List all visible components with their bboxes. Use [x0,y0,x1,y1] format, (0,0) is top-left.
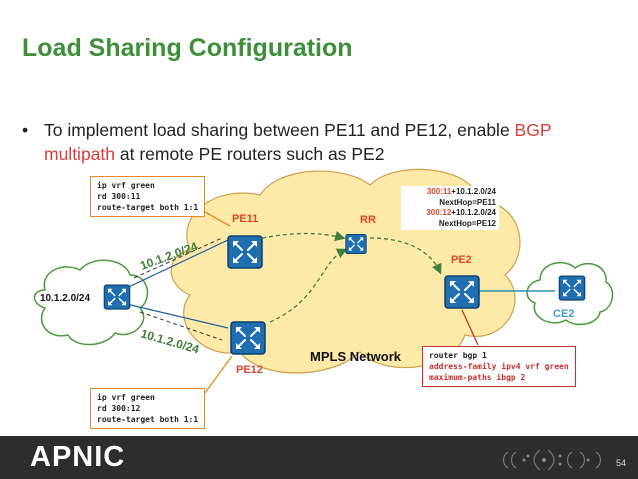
advert-lower [139,311,223,341]
route-1-prefix: +10.1.2.0/24 [451,187,496,196]
pe12-config-line-3: route-target both 1:1 [97,415,199,424]
ce1-prefix-label: 10.1.2.0/24 [40,293,91,304]
pe12-to-rr [269,248,348,323]
pe12-label: PE12 [236,364,263,376]
footer-decoration-icon [502,449,602,471]
ce2-label: CE2 [553,308,575,320]
pe2-config-line-3: maximum-paths ibgp 2 [429,373,526,382]
link-ce1-pe12 [117,301,229,329]
pe11-config-box: ip vrf green rd 300:11 route-target both 1… [90,176,206,217]
pe12-config-line-2: rd 300:12 [97,404,141,413]
pe11-config-line-3: route-target both 1:1 [97,203,199,212]
mpls-network-label: MPLS Network [310,349,402,364]
apnic-logo: APNIC [30,441,126,473]
pe12-config-box: ip vrf green rd 300:12 route-target both 1… [90,388,206,429]
route-advertisement-box: 300:11+10.1.2.0/24 NextHop=PE11 300:12+1… [401,186,499,230]
link-ce1-pe11 [117,239,229,293]
pe2-label: PE2 [451,254,472,266]
router-ce2-icon [558,275,586,301]
pe11-to-rr [261,231,346,242]
route-1-nexthop: NextHop=PE11 [439,197,496,207]
callout-pointers [204,211,479,394]
slide-title: Load Sharing Configuration [22,34,353,62]
pe11-label: PE11 [232,213,259,225]
advert-upper [133,237,223,279]
bullet-text: To implement load sharing between PE11 a… [44,118,622,166]
bullet-marker: • [22,120,29,140]
rr-label: RR [360,214,376,226]
router-ce1-icon [103,284,131,310]
bullet-text-post: at remote PE routers such as PE2 [115,144,385,164]
router-rr-icon [345,233,367,255]
links [117,231,555,341]
pe12-config-line-1: ip vrf green [97,393,155,402]
route-1: 300:11+10.1.2.0/24 [404,187,496,198]
pe11-config-line-2: rd 300:11 [97,192,141,201]
pe2-config-box: router bgp 1 address-family ipv4 vrf gree… [422,346,576,387]
page-number: 54 [615,458,626,468]
bullet-highlight: BGP multipath [44,120,552,164]
route-2: 300:12+10.1.2.0/24 [404,208,496,219]
pe2-config-line-2: address-family ipv4 vrf green [429,362,569,371]
bullet-text-pre: To implement load sharing between PE11 a… [44,120,515,140]
ce1-cloud [33,259,149,346]
route-1-rd: 300:11 [426,187,452,196]
route-2-nexthop: NextHop=PE12 [438,218,496,228]
route-2-prefix: +10.1.2.0/24 [451,208,496,217]
router-pe11-icon [227,235,263,269]
pe11-config-line-1: ip vrf green [97,181,155,190]
router-pe2-icon [444,275,480,309]
route-2-rd: 300:12 [426,208,452,217]
rr-to-pe2 [369,237,442,275]
bullet-point: • To implement load sharing between PE11… [22,118,622,166]
router-pe12-icon [230,321,266,355]
footer-bar [0,436,638,479]
pe2-config-line-1: router bgp 1 [429,351,487,360]
